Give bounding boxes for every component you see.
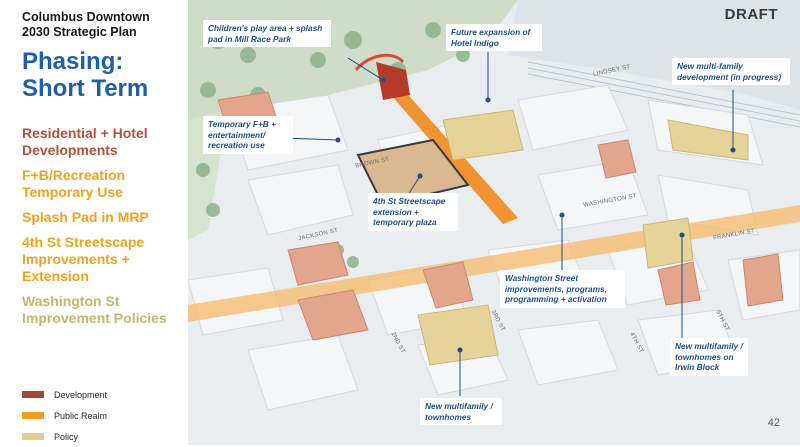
legend-row-public-realm: Public Realm bbox=[22, 405, 172, 426]
legend-label-policy: Policy bbox=[54, 431, 79, 442]
callout-temporary-fb: Temporary F+B + entertainment/ recreatio… bbox=[203, 116, 293, 154]
phase-item-residential-hotel: Residential + Hotel Developments bbox=[22, 125, 148, 158]
phase-heading-line-1: Phasing: bbox=[22, 48, 124, 75]
phase-items-list: Residential + Hotel Developments F+B/Rec… bbox=[22, 125, 187, 335]
legend-swatch-policy bbox=[22, 433, 44, 440]
callout-fourth-st: 4th St Streetscape extension + temporary… bbox=[368, 193, 458, 231]
callout-new-multifamily: New multifamily / townhomes bbox=[420, 398, 502, 425]
phase-item-splash-pad: Splash Pad in MRP bbox=[22, 209, 149, 225]
temporary-plaza-block bbox=[356, 138, 470, 207]
phase-heading: Phasing: Short Term bbox=[22, 48, 187, 102]
callout-irwin-block: New multifamily / townhomes on Irwin Blo… bbox=[670, 338, 748, 376]
phase-heading-line-2: Short Term bbox=[22, 75, 149, 102]
callout-leaders bbox=[282, 52, 736, 396]
left-panel: Columbus Downtown 2030 Strategic Plan Ph… bbox=[0, 0, 188, 445]
phase-item-fb-recreation: F+B/Recreation Temporary Use bbox=[22, 167, 126, 200]
plan-title-line-1: Columbus Downtown bbox=[22, 10, 150, 24]
aerial-map: DRAFT LINDSEY ST BROWN ST WASHINGTON ST … bbox=[188, 0, 800, 445]
page-number: 42 bbox=[767, 417, 780, 429]
phase-item-4th-st-streetscape: 4th St Streetscape Improvements + Extens… bbox=[22, 234, 145, 284]
phase-item-washington-st: Washington St Improvement Policies bbox=[22, 293, 167, 326]
plan-title-line-2: 2030 Strategic Plan bbox=[22, 25, 137, 39]
plan-title: Columbus Downtown 2030 Strategic Plan bbox=[22, 10, 182, 40]
callout-childrens-play: Children's play area + splash pad in Mil… bbox=[203, 20, 331, 47]
callout-washington-st: Washington Street improvements, programs… bbox=[500, 270, 625, 308]
rail-lines bbox=[527, 61, 800, 128]
draft-label: DRAFT bbox=[724, 6, 778, 23]
legend-swatch-development bbox=[22, 391, 44, 398]
legend-swatch-public-realm bbox=[22, 412, 44, 419]
legend-label-development: Development bbox=[54, 389, 108, 400]
splash-pad-path bbox=[354, 53, 405, 72]
legend: Development Public Realm Policy bbox=[22, 384, 172, 447]
legend-row-policy: Policy bbox=[22, 426, 172, 447]
aerial-map-drawing bbox=[188, 0, 800, 411]
callout-hotel-indigo: Future expansion of Hotel Indigo bbox=[446, 24, 542, 51]
callout-multifamily-progress: New multi-family development (in progres… bbox=[672, 58, 790, 85]
legend-label-public-realm: Public Realm bbox=[54, 410, 108, 421]
legend-row-development: Development bbox=[22, 384, 172, 405]
fourth-st-corridor bbox=[378, 78, 518, 224]
policy-buildings bbox=[417, 109, 749, 366]
splash-pad-marker bbox=[376, 62, 410, 100]
